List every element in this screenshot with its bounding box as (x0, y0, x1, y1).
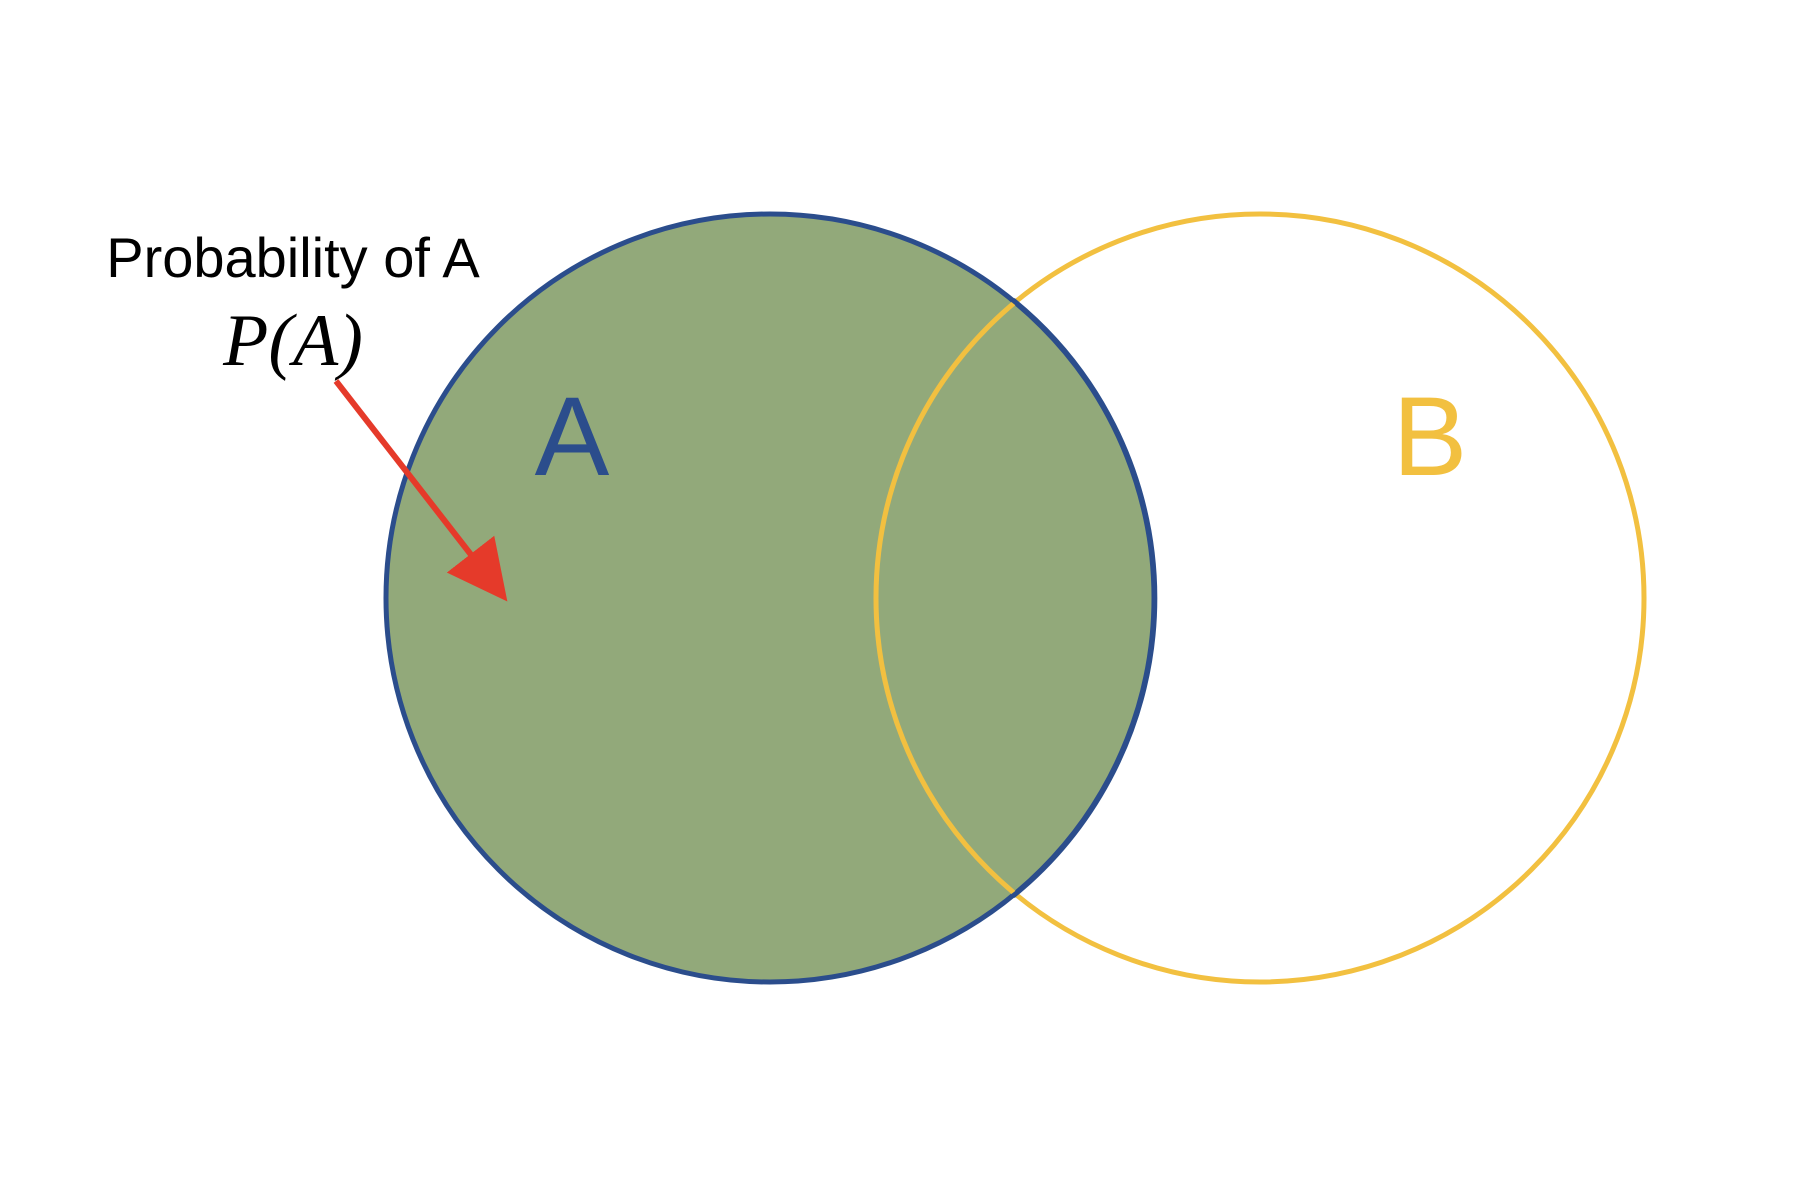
set-a-outline-overlap (1011, 298, 1158, 898)
caption-notation: P(A) (222, 300, 363, 382)
set-a-label: A (535, 374, 610, 499)
set-a-circle (383, 211, 1157, 985)
pointer-arrow (333, 379, 508, 602)
caption-title: Probability of A (106, 226, 480, 289)
set-b-circle (873, 211, 1647, 985)
set-b-label: B (1393, 374, 1468, 499)
